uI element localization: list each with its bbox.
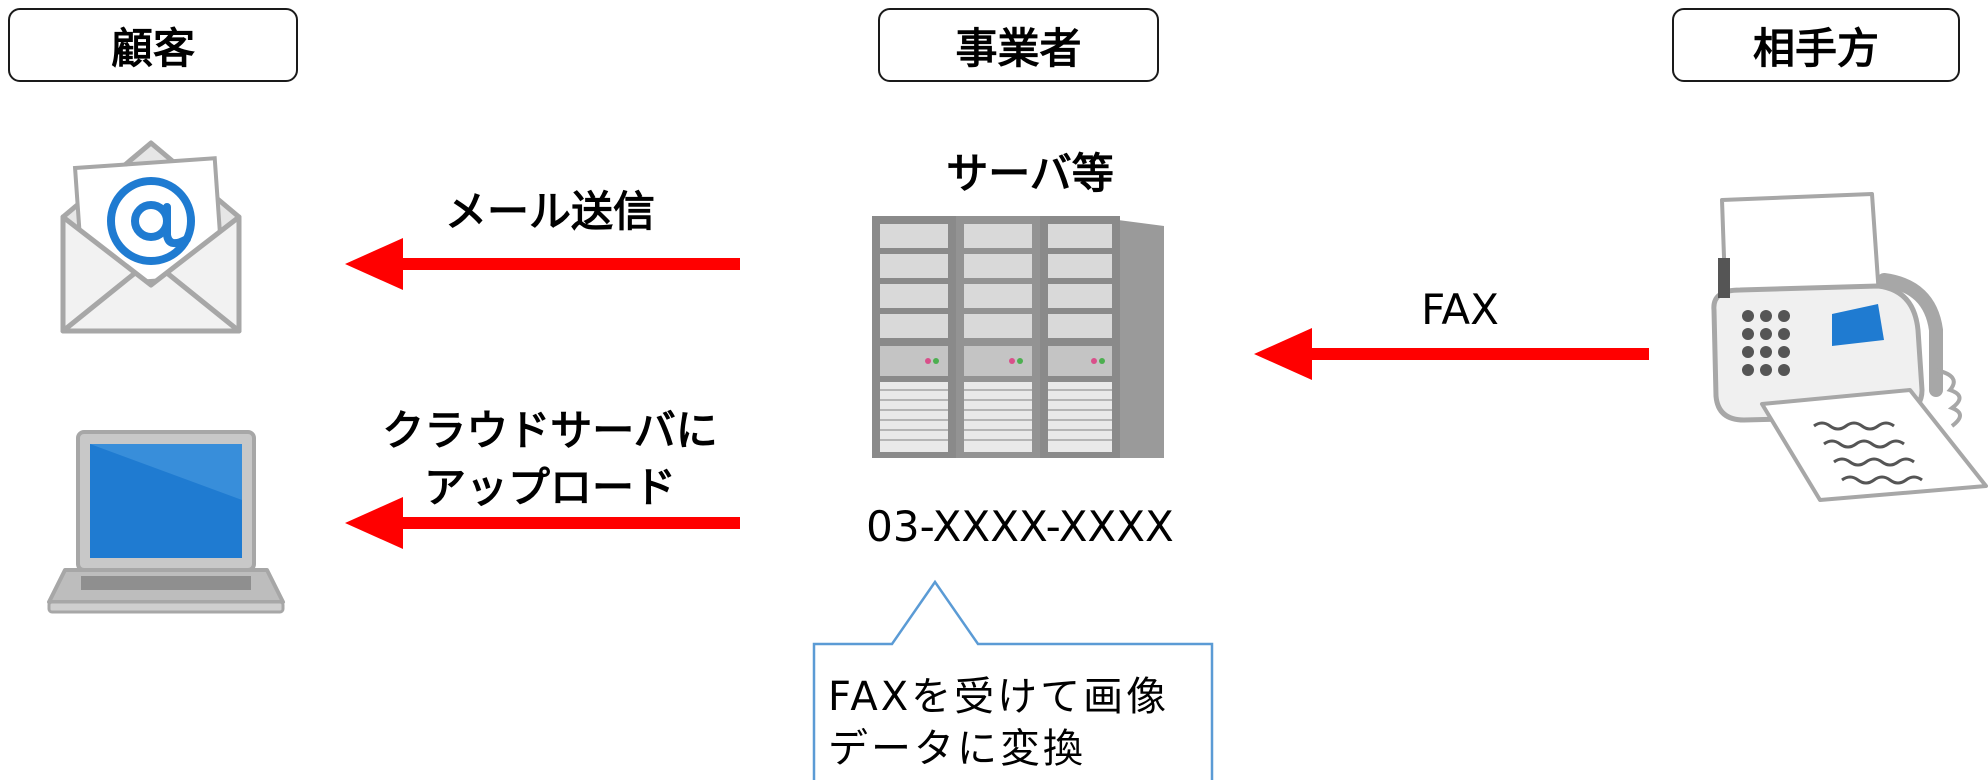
server-label: サーバ等 xyxy=(946,149,1114,198)
callout-text-line1: FAXを受けて画像 xyxy=(828,674,1170,720)
cloud-upload-arrow xyxy=(345,497,740,549)
cloud-upload-label-line2: アップロード xyxy=(423,463,676,512)
cloud-upload-label-line1: クラウドサーバに xyxy=(382,406,718,455)
header-customer: 顧客 xyxy=(8,8,298,82)
phone-number-label: 03-XXXX-XXXX xyxy=(866,502,1174,551)
email-arrow xyxy=(345,238,740,290)
header-business: 事業者 xyxy=(878,8,1159,82)
fax-label: FAX xyxy=(1421,285,1499,334)
header-counterparty: 相手方 xyxy=(1672,8,1960,82)
email-envelope-icon xyxy=(60,140,242,334)
server-rack-icon xyxy=(872,216,1164,458)
laptop-icon xyxy=(47,430,285,614)
email-label: メール送信 xyxy=(444,187,655,236)
fax-arrow xyxy=(1254,328,1649,380)
callout-text-line2: データに変換 xyxy=(828,726,1086,772)
fax-machine-icon xyxy=(1711,192,1988,502)
callout-bubble xyxy=(812,579,1214,780)
